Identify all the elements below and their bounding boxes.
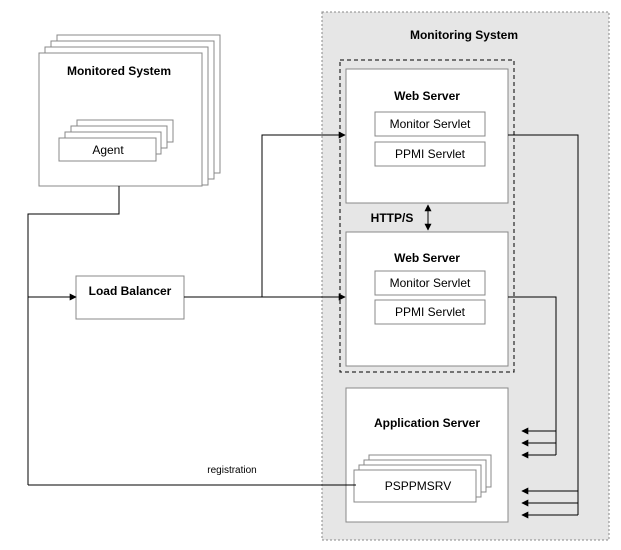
web-server-bottom-title: Web Server xyxy=(394,251,460,265)
protocol-label: HTTP/S xyxy=(371,211,414,225)
web-server-top-title: Web Server xyxy=(394,89,460,103)
agent-label: Agent xyxy=(92,143,124,157)
ppmi-servlet-top-box xyxy=(374,141,486,167)
monitoring-system-title: Monitoring System xyxy=(410,28,518,42)
lb-to-web-server-top xyxy=(261,131,346,297)
application-server-title: Application Server xyxy=(374,416,480,430)
agent-connector xyxy=(27,186,120,485)
load-balancer-box xyxy=(75,275,185,320)
psppmsrv-label: PSPPMSRV xyxy=(385,479,451,493)
monitor-servlet-bottom-box xyxy=(374,270,486,296)
web-top-to-app-server xyxy=(508,134,579,515)
web-bottom-to-app-server xyxy=(508,296,557,455)
registration-label: registration xyxy=(207,465,256,476)
web-server-group xyxy=(339,59,515,373)
ppmi-servlet-bottom-label: PPMI Servlet xyxy=(395,305,466,319)
monitor-servlet-top-box xyxy=(374,111,486,137)
monitored-system-box xyxy=(38,52,203,187)
agent-box xyxy=(58,137,157,162)
ppmi-servlet-top-label: PPMI Servlet xyxy=(395,147,466,161)
psppmsrv-box xyxy=(353,469,477,503)
load-balancer-label: Load Balancer xyxy=(89,284,172,298)
monitor-servlet-bottom-label: Monitor Servlet xyxy=(390,276,471,290)
ppmi-servlet-bottom-box xyxy=(374,299,486,325)
monitored-system-title: Monitored System xyxy=(67,64,171,78)
web-server-bottom-box xyxy=(345,231,509,367)
monitor-servlet-top-label: Monitor Servlet xyxy=(390,117,471,131)
